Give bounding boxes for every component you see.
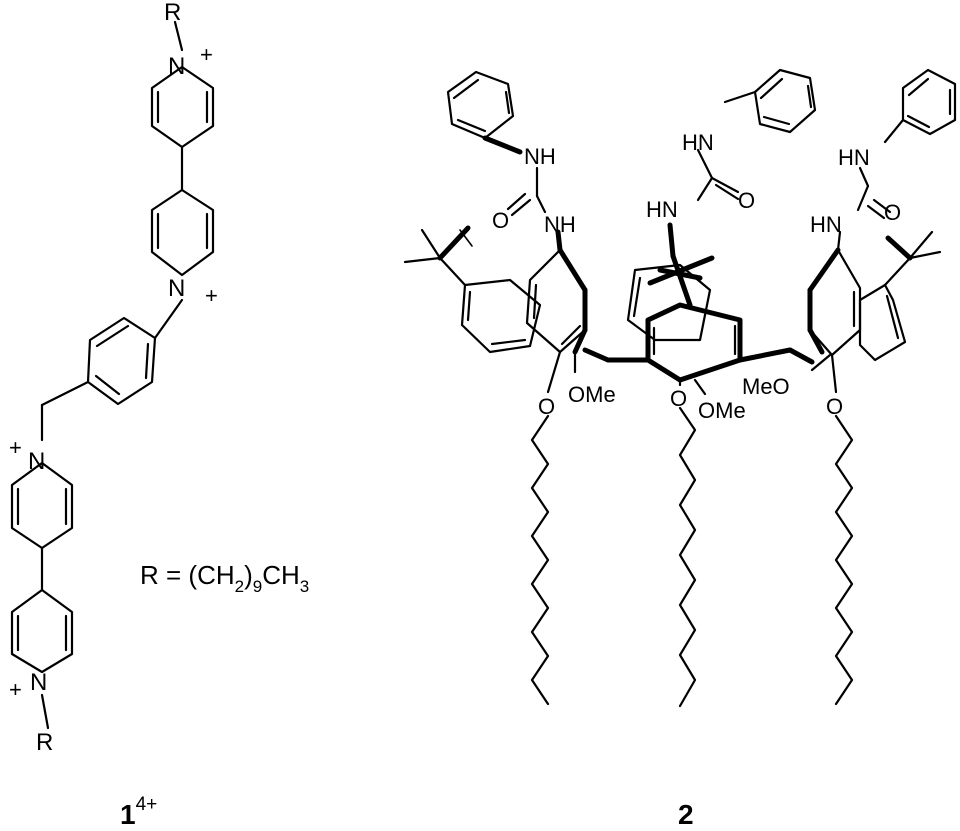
r-top-label: R	[164, 0, 181, 26]
hn-mid-bot-label: HN	[646, 197, 678, 222]
ome-1-label: OMe	[568, 382, 616, 407]
nh-left-top-label: NH	[524, 144, 556, 169]
n-top-label: N	[168, 53, 185, 80]
r-bot-label: R	[36, 729, 53, 756]
compound-2-label: 2	[678, 799, 694, 830]
ome-2-label: OMe	[698, 398, 746, 423]
o-chain-right-label: O	[826, 394, 843, 419]
r-definition: R = (CH2)9CH3	[140, 560, 309, 596]
o-mid-label: O	[738, 188, 755, 213]
compound-1-label: 14+	[120, 794, 157, 830]
plus-low-label: +	[9, 435, 22, 460]
plus-mid-label: +	[205, 283, 218, 308]
o-chain-left-label: O	[538, 394, 555, 419]
o-chain-mid-label: O	[670, 386, 687, 411]
o-right-label: O	[884, 200, 901, 225]
n-low-label: N	[28, 448, 45, 475]
hn-right-top-label: HN	[838, 145, 870, 170]
n-mid-label: N	[168, 275, 185, 302]
compound-2-structure	[403, 68, 957, 708]
hn-mid-top-label: HN	[682, 130, 714, 155]
o-left-label: O	[492, 208, 509, 233]
nh-left-bot-label: NH	[544, 212, 576, 237]
compound-1-structure	[10, 20, 215, 730]
meo-3-label: MeO	[742, 374, 790, 399]
plus-bot-label: +	[9, 677, 22, 702]
plus-top-label: +	[200, 42, 213, 67]
n-bot-label: N	[30, 669, 47, 696]
hn-right-bot-label: HN	[810, 212, 842, 237]
